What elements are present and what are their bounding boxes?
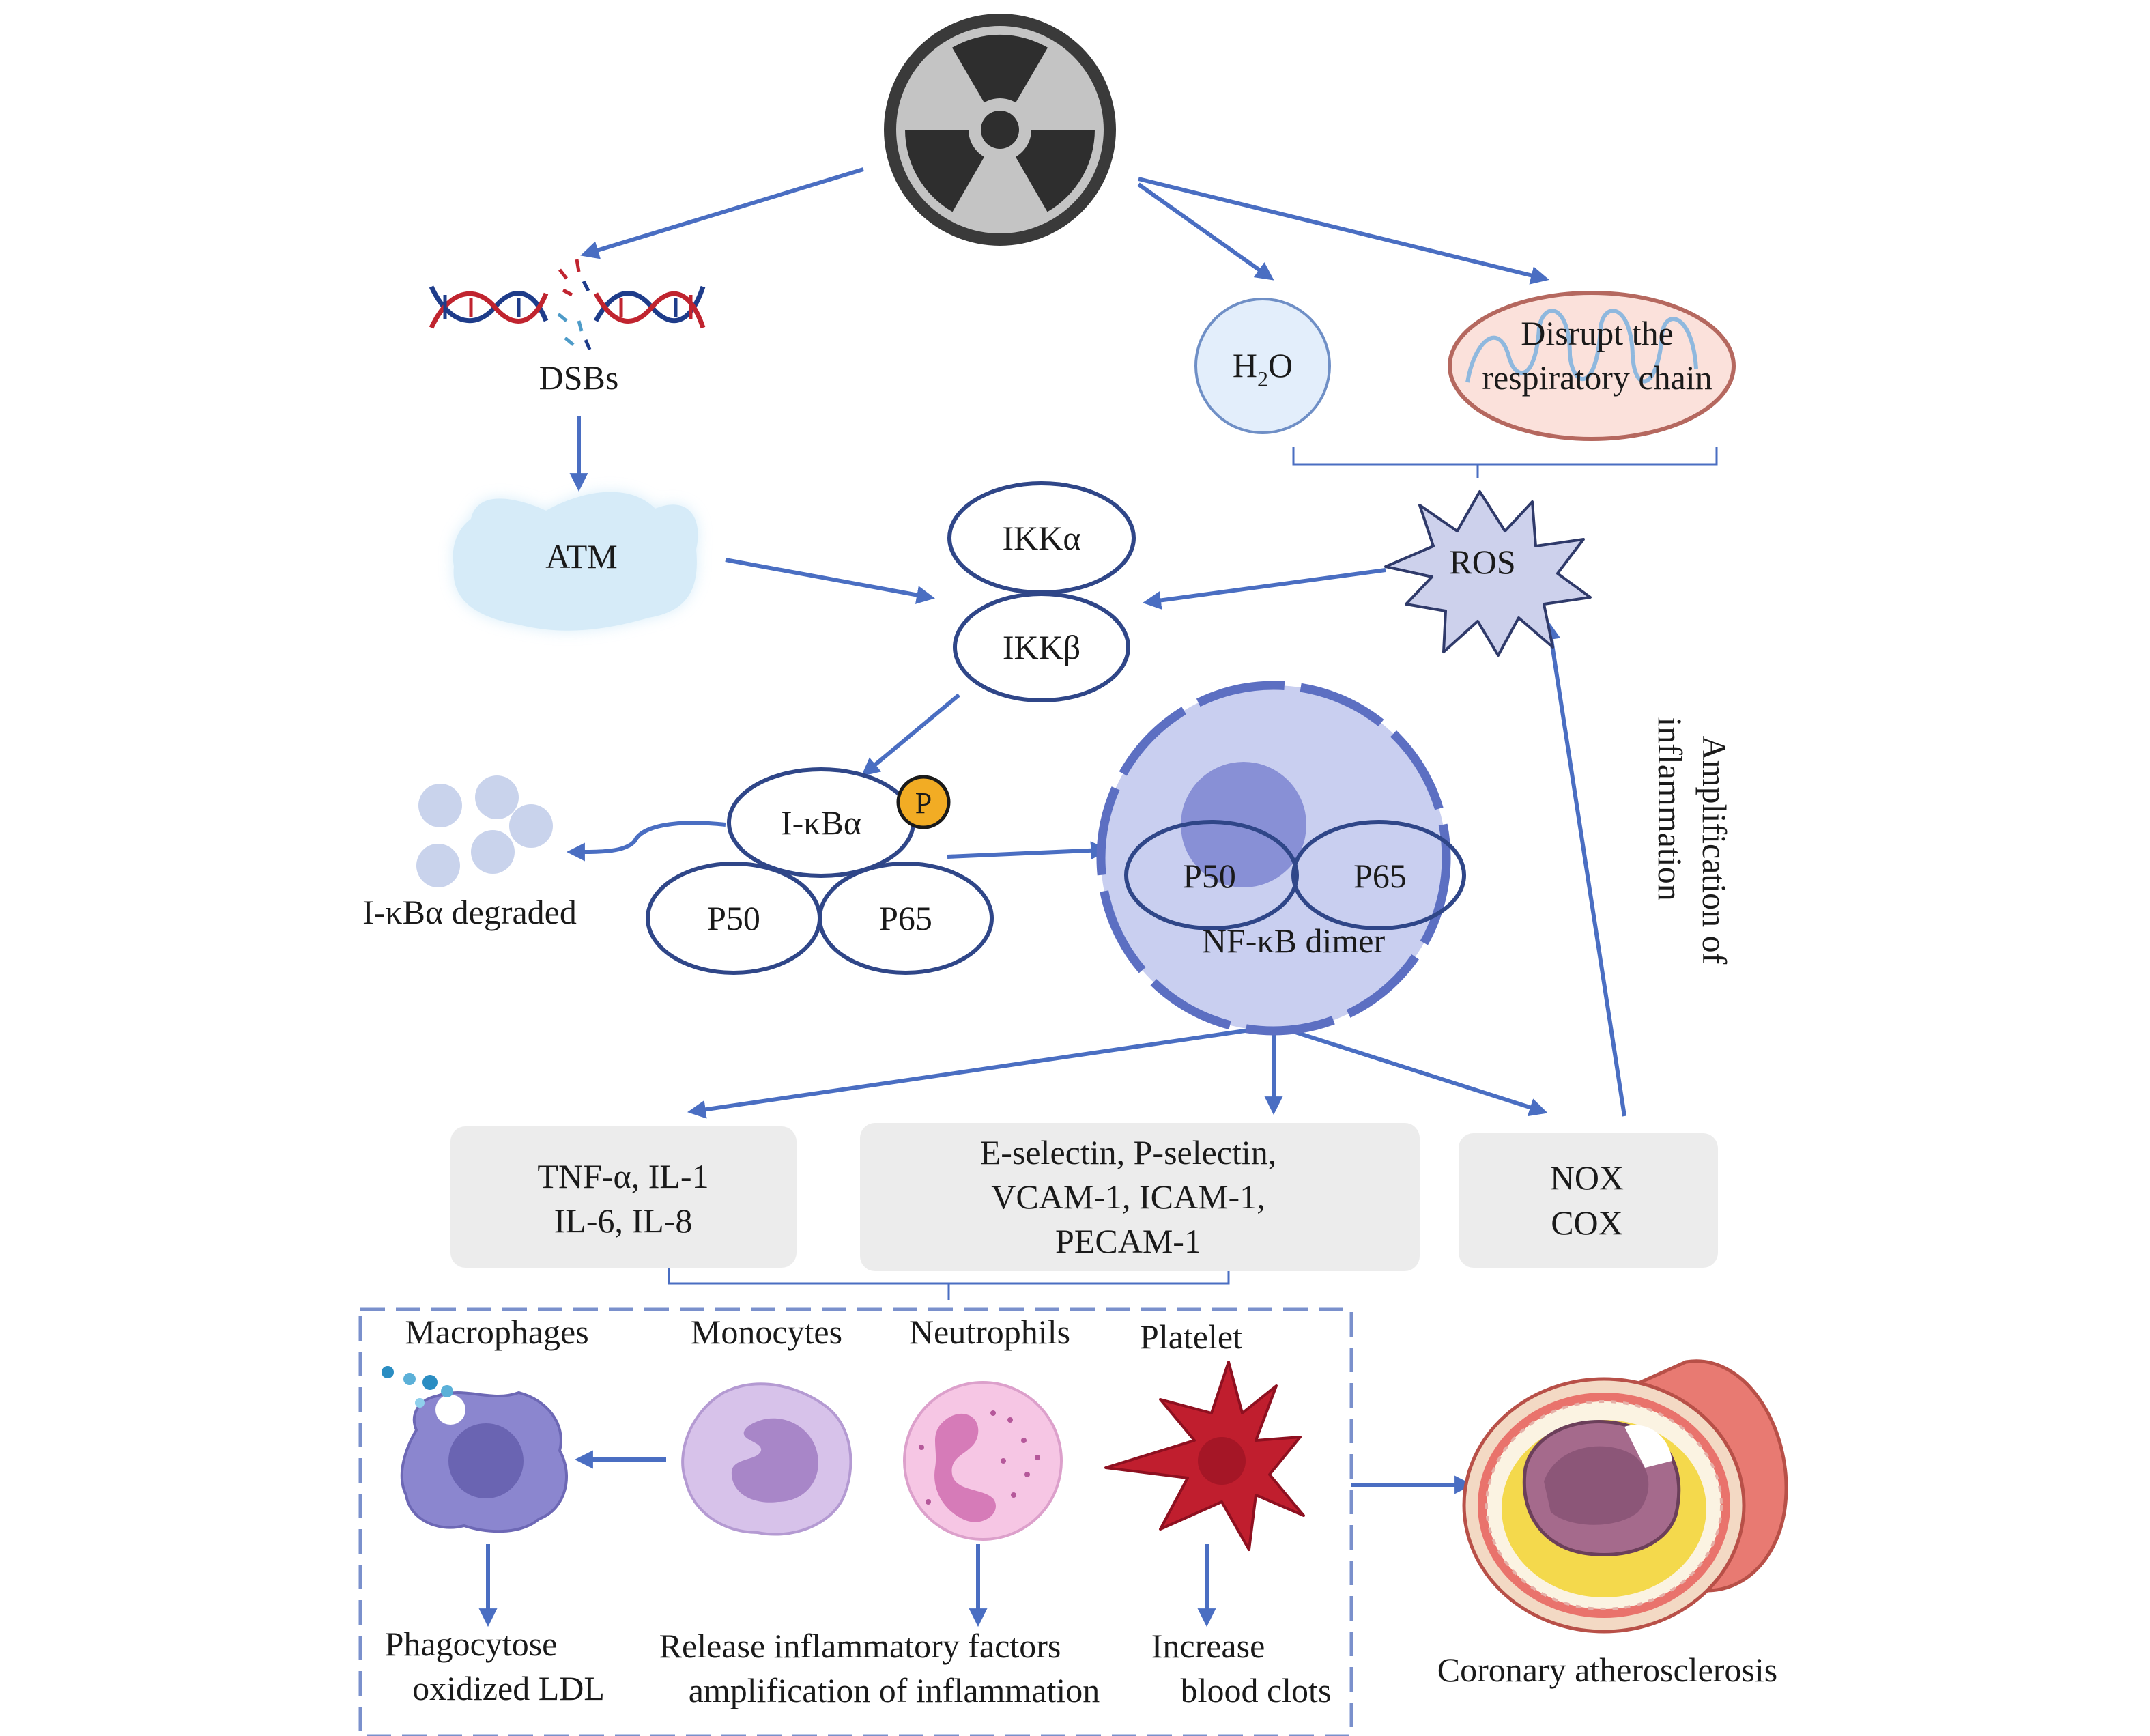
nuc-p50-label: P50 xyxy=(1183,857,1236,895)
cytokine-box xyxy=(450,1126,797,1268)
cox-label: COX xyxy=(1551,1204,1623,1242)
arrow-atm-to-ikk xyxy=(725,558,935,604)
artery-icon xyxy=(1462,1359,1788,1634)
arrow-complex-to-nucleus xyxy=(947,841,1110,860)
dsbs-label: DSBs xyxy=(539,358,619,397)
nuc-p65-label: P65 xyxy=(1353,857,1407,895)
adhesion-line-2: VCAM-1, ICAM-1, xyxy=(991,1178,1265,1216)
p65-node xyxy=(818,862,994,975)
arrows xyxy=(478,167,1626,1627)
h2o-node: H2O xyxy=(1194,298,1331,434)
dna-break-icon xyxy=(429,259,706,350)
ikkb-label: IKKβ xyxy=(1003,628,1080,666)
ikba-label: I-κBα xyxy=(781,803,861,842)
phospho-badge xyxy=(896,775,951,829)
adhesion-line-1: E-selectin, P-selectin, xyxy=(980,1133,1277,1171)
monocyte-icon xyxy=(681,1382,852,1536)
arrow-ros-to-ikk xyxy=(1142,568,1386,610)
ikka-label: IKKα xyxy=(1002,519,1080,557)
ros-star-icon xyxy=(1384,490,1592,657)
monocytes-label: Monocytes xyxy=(691,1313,842,1351)
nox-cox-box xyxy=(1459,1133,1718,1268)
arrow-nucleus-to-cytokines xyxy=(687,1025,1269,1119)
h2o-subscript: 2 xyxy=(1257,367,1268,391)
arrow-radiation-to-mito xyxy=(1138,177,1549,285)
adhesion-line-3: PECAM-1 xyxy=(1055,1222,1201,1260)
mitochondrion-icon xyxy=(1448,291,1736,441)
phago-label-2: oxidized LDL xyxy=(412,1669,605,1707)
nuc-p65-node xyxy=(1291,820,1466,930)
p50-label: P50 xyxy=(707,899,760,937)
degraded-fragments-icon xyxy=(416,775,553,887)
cytokine-line-1: TNF-α, IL-1 xyxy=(537,1157,708,1195)
p65-label: P65 xyxy=(879,899,932,937)
neutrophils-label: Neutrophils xyxy=(909,1313,1070,1351)
neutrophil-icon xyxy=(903,1381,1063,1541)
bracket-ros-sources xyxy=(1292,447,1718,478)
amp-label-2: inflammation xyxy=(1651,717,1689,900)
atm-label: ATM xyxy=(545,537,618,575)
ros-label: ROS xyxy=(1449,543,1515,581)
svg-text:H2O: H2O xyxy=(1233,346,1293,391)
nox-label: NOX xyxy=(1550,1158,1624,1197)
mito-label-1: Disrupt the xyxy=(1521,314,1674,352)
coronary-label: Coronary atherosclerosis xyxy=(1437,1651,1777,1689)
phago-label-1: Phagocytose xyxy=(385,1625,558,1663)
ikkb-node xyxy=(953,592,1130,702)
arrow-radiation-to-h2o xyxy=(1137,182,1274,281)
dimer-label: NF-κB dimer xyxy=(1202,922,1386,960)
phospho-label: P xyxy=(915,786,932,820)
release-label-2: amplification of inflammation xyxy=(689,1671,1100,1709)
clots-label-2: blood clots xyxy=(1181,1671,1332,1709)
arrow-ikk-to-ikba xyxy=(861,693,960,777)
platelet-label: Platelet xyxy=(1140,1318,1242,1356)
adhesion-box xyxy=(860,1123,1420,1271)
nucleus-icon xyxy=(1096,681,1451,1036)
h2o-main: H xyxy=(1233,346,1257,384)
amp-label-1: Amplification of xyxy=(1695,736,1734,965)
bracket-factors xyxy=(668,1266,1230,1300)
macrophages-label: Macrophages xyxy=(405,1313,588,1351)
platelet-icon xyxy=(1104,1361,1305,1551)
cytokine-line-2: IL-6, IL-8 xyxy=(554,1201,693,1240)
arrow-radiation-to-dna xyxy=(580,167,864,259)
arrow-ikba-to-degraded xyxy=(566,821,726,862)
h2o-tail: O xyxy=(1268,346,1293,384)
arrow-nox-to-ros xyxy=(1542,621,1626,1117)
mito-label-2: respiratory chain xyxy=(1482,358,1712,397)
release-label-1: Release inflammatory factors xyxy=(659,1627,1061,1665)
arrow-nucleus-to-nox xyxy=(1280,1025,1548,1117)
clots-label-1: Increase xyxy=(1151,1627,1265,1665)
radiation-icon xyxy=(884,14,1116,246)
atm-node xyxy=(453,492,698,631)
degraded-label: I-κBα degraded xyxy=(362,893,577,931)
nuc-p50-node xyxy=(1124,820,1299,930)
macrophage-icon xyxy=(382,1366,568,1533)
